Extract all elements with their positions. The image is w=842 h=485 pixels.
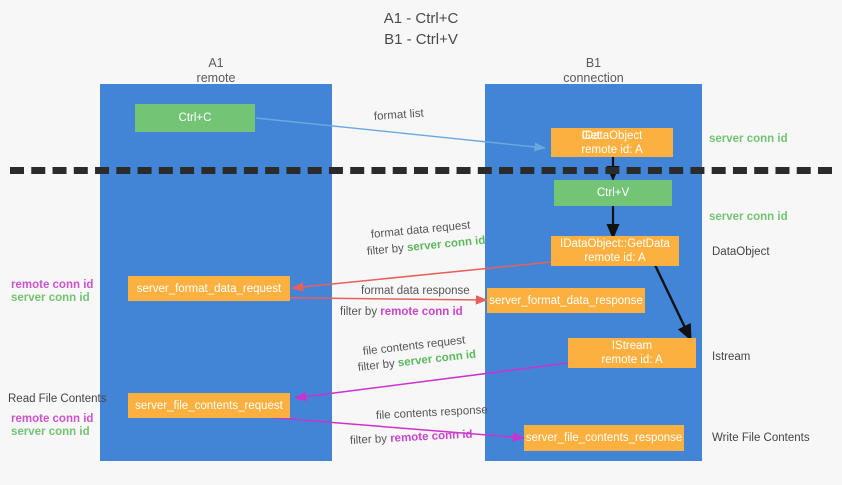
box-getdata-line2: remote id: A (584, 252, 646, 264)
box-server-file-contents-request[interactable]: server_file_contents_request (128, 393, 290, 418)
box-idataobject-top-line2: remote id: A (581, 143, 643, 156)
edge-label-format-data-request-filter-prefix: filter by (366, 242, 408, 258)
edge-label-format-data-response-filter: filter by remote conn id (340, 305, 463, 320)
arrow-format-list (255, 117, 546, 152)
edge-label-format-data-response: format data response (361, 284, 470, 299)
box-ctrl-c-label: Ctrl+C (178, 112, 212, 124)
lane-header-b1-name: B1 (585, 56, 602, 70)
box-idataobject-top[interactable]: Get IDataObject remote id: A (551, 128, 673, 157)
edge-label-format-data-response-text: format data response (361, 285, 470, 297)
right-label-dataobject: DataObject (712, 246, 770, 258)
title-line-1: A1 - Ctrl+C (383, 10, 459, 27)
box-ctrl-c[interactable]: Ctrl+C (135, 104, 255, 132)
box-getdata-line1: IDataObject::GetData (560, 238, 670, 250)
page-title: A1 - Ctrl+C B1 - Ctrl+V (0, 8, 842, 50)
box-server-format-data-request-label: server_format_data_request (136, 282, 282, 295)
arrow-getdata-to-istream (653, 264, 692, 342)
box-istream-line2: remote id: A (601, 354, 663, 366)
arrow-format-data-request (291, 261, 552, 292)
dashed-separator (10, 167, 832, 174)
box-istream[interactable]: IStream remote id: A (568, 338, 696, 368)
lane-header-b1-sub: connection (563, 71, 624, 85)
lane-header-a1-name: A1 (208, 56, 224, 70)
box-server-format-data-response[interactable]: server_format_data_response (487, 288, 645, 313)
lane-header-b1: B1 connection (485, 56, 702, 86)
lane-header-a1-sub: remote (196, 71, 236, 85)
box-idataobject-top-under: Get (581, 129, 601, 142)
edge-label-format-data-response-filter-key: remote conn id (380, 306, 463, 318)
box-server-file-contents-response[interactable]: server_file_contents_response (524, 425, 684, 451)
right-label-server-conn-id-top: server conn id (709, 133, 788, 145)
box-server-format-data-response-label: server_format_data_response (489, 294, 643, 307)
box-ctrl-v[interactable]: Ctrl+V (554, 180, 672, 206)
left-label-remote-conn-id-1: remote conn id (11, 279, 94, 291)
edge-label-file-contents-response-filter-prefix: filter by (349, 432, 391, 447)
box-server-file-contents-response-label: server_file_contents_response (525, 432, 683, 444)
right-label-write-file-contents: Write File Contents (712, 432, 810, 444)
box-server-file-contents-request-label: server_file_contents_request (135, 399, 283, 412)
edge-label-file-contents-response-filter-key: remote conn id (389, 428, 473, 445)
left-label-remote-conn-id-2: remote conn id (11, 413, 94, 425)
right-label-istream: Istream (712, 351, 751, 363)
box-ctrl-v-label: Ctrl+V (596, 187, 630, 199)
title-line-2: B1 - Ctrl+V (384, 31, 458, 48)
left-label-read-file-contents: Read File Contents (8, 393, 107, 405)
left-label-server-conn-id-2: server conn id (11, 426, 90, 438)
arrow-file-contents-request (294, 362, 569, 402)
box-server-format-data-request[interactable]: server_format_data_request (128, 276, 290, 301)
box-istream-line1: IStream (611, 340, 653, 352)
right-label-server-conn-id-mid: server conn id (709, 211, 788, 223)
box-idataobject-top-line1: Get IDataObject (582, 129, 643, 143)
lane-header-a1: A1 remote (100, 56, 332, 86)
edge-label-format-list-text: format list (373, 107, 425, 123)
box-idataobject-getdata[interactable]: IDataObject::GetData remote id: A (551, 236, 679, 266)
edge-label-file-contents-request-filter-prefix: filter by (357, 357, 399, 374)
left-label-server-conn-id-1: server conn id (11, 292, 90, 304)
edge-label-format-data-response-filter-prefix: filter by (340, 306, 381, 318)
box-idataobject-top-over: IDataObject (581, 129, 643, 142)
